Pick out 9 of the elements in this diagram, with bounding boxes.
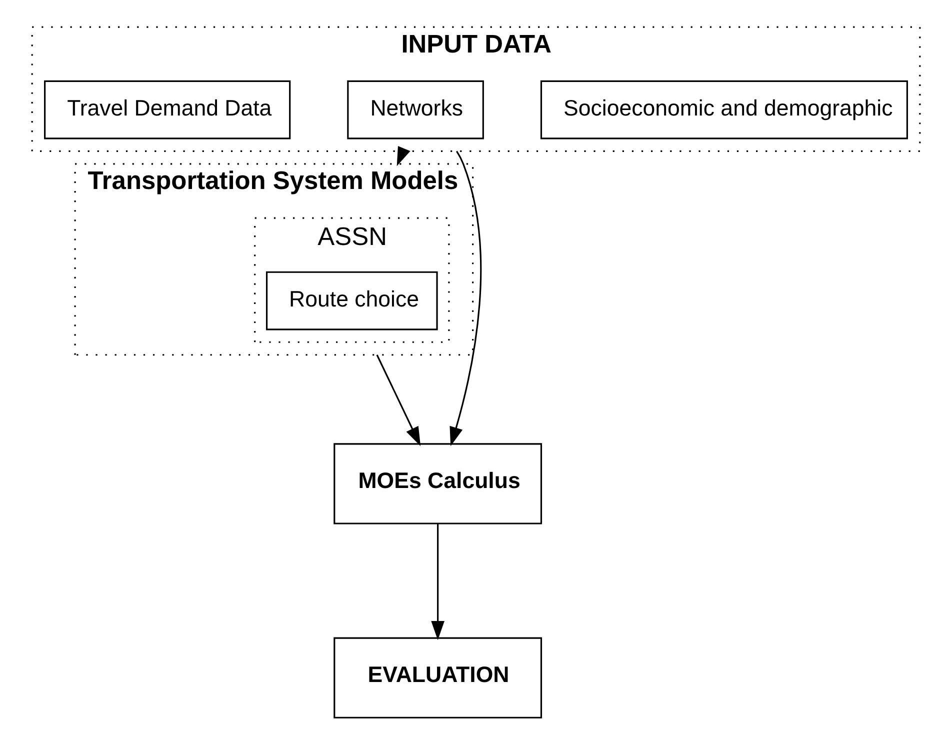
node-box: MOEs Calculus (334, 443, 542, 524)
node-box: EVALUATION (334, 637, 542, 718)
node-box: Networks (347, 80, 484, 140)
arrow (431, 524, 444, 640)
node-box: Travel Demand Data (44, 80, 291, 140)
arrow (396, 146, 410, 166)
node-box: Socioeconomic and demographic (540, 80, 908, 140)
node-box: Route choice (266, 271, 438, 330)
arrow (376, 354, 421, 446)
